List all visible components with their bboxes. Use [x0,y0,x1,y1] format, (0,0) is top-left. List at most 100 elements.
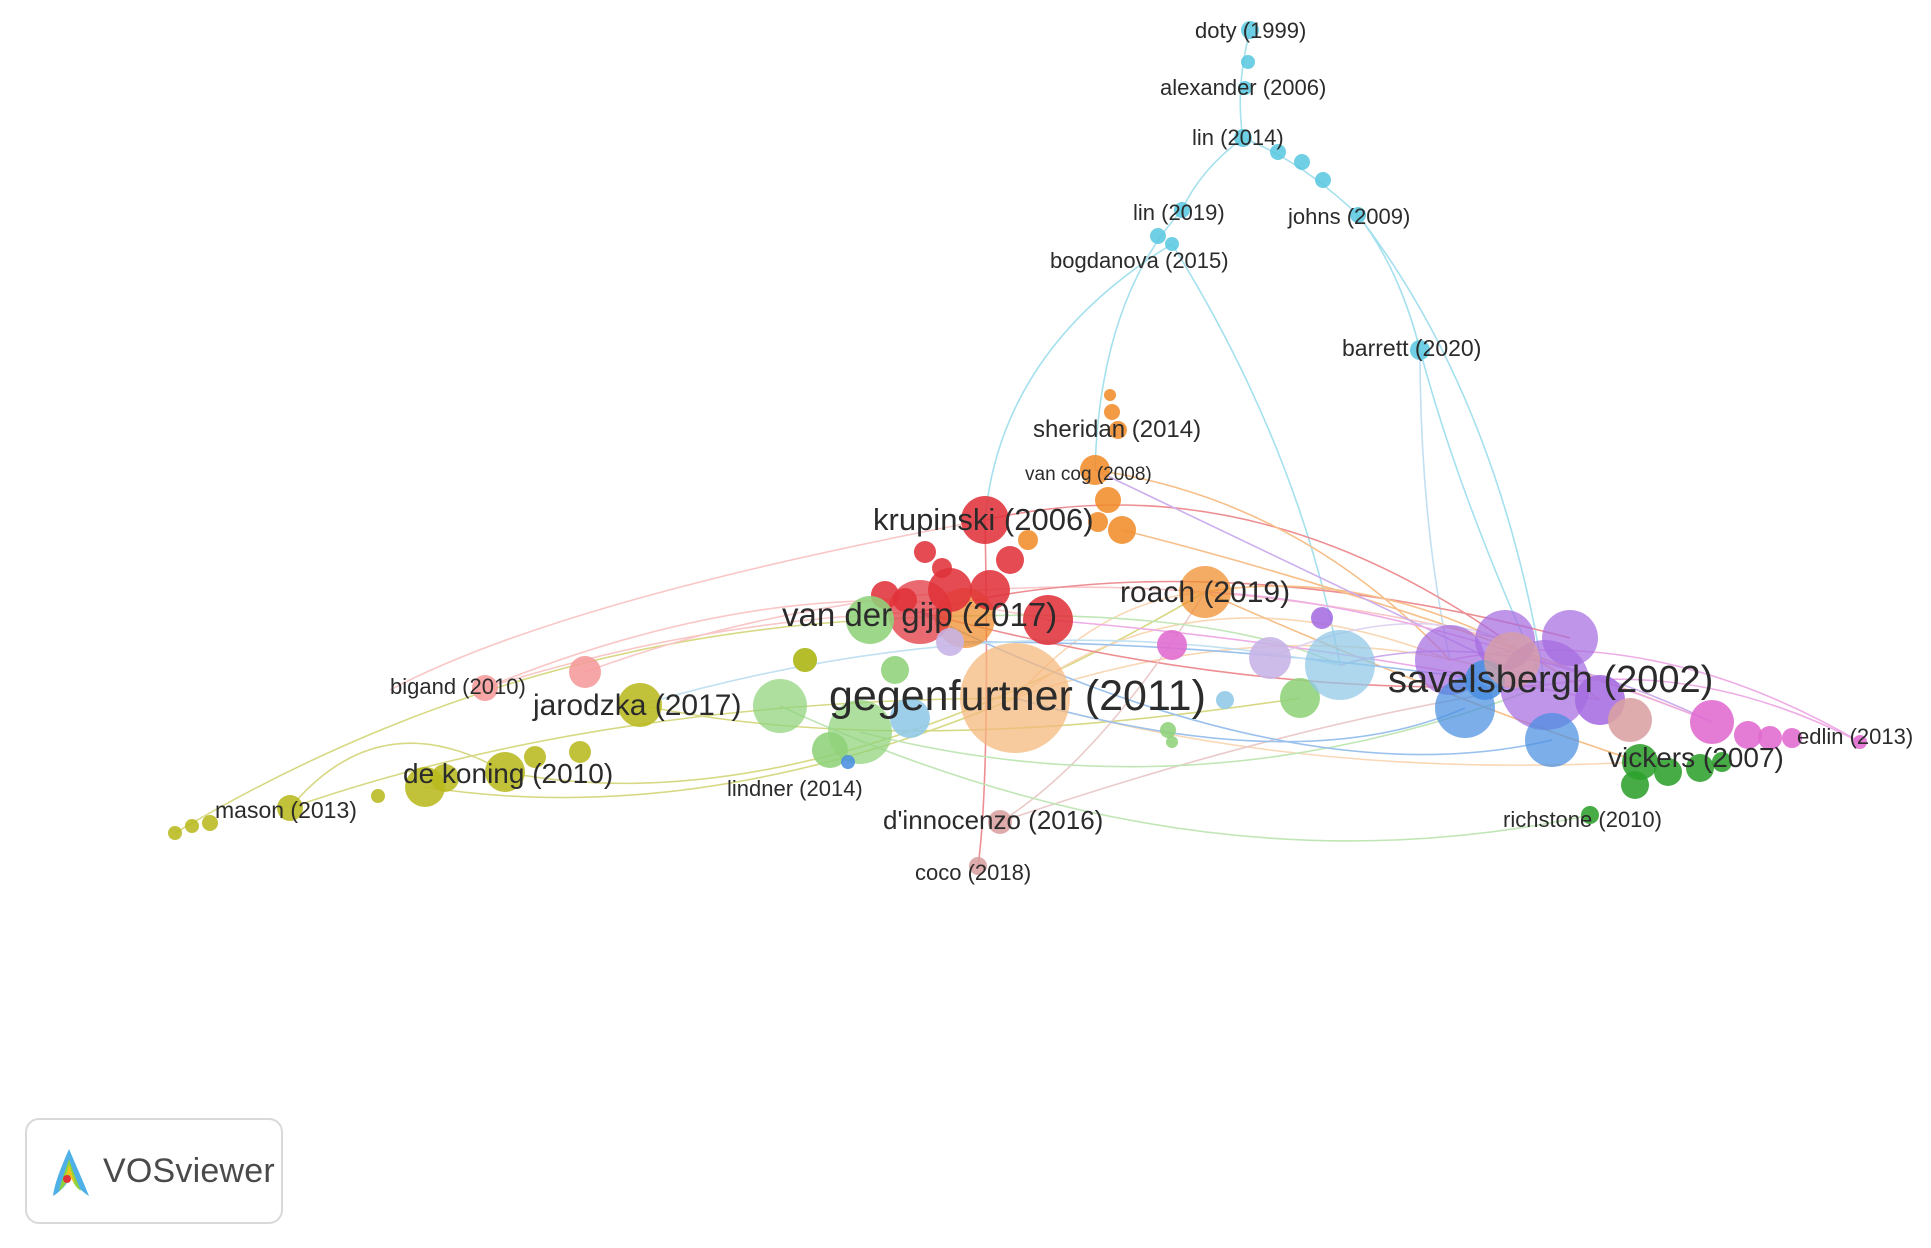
node-red-d[interactable] [970,570,1010,610]
label-van-cog[interactable]: van cog (2008) [1025,464,1152,485]
node-cyan-b[interactable] [1270,144,1286,160]
label-roach[interactable]: roach (2019) [1120,576,1290,609]
node-barrett[interactable] [1410,340,1430,360]
label-alexander[interactable]: alexander (2006) [1160,75,1326,100]
label-de-koning[interactable]: de koning (2010) [403,758,613,789]
label-coco[interactable]: coco (2018) [915,860,1031,885]
node-orange-e[interactable] [1088,512,1108,532]
node-jarodzka[interactable] [618,683,662,727]
label-bogdanova[interactable]: bogdanova (2015) [1050,248,1229,273]
node-olive-b[interactable] [185,819,199,833]
node-rose-b[interactable] [1608,698,1652,742]
node-roach[interactable] [1179,566,1231,618]
node-olive-e[interactable] [431,764,459,792]
node-bigand[interactable] [472,675,498,701]
label-dinnocenzo[interactable]: d'innocenzo (2016) [883,805,1103,835]
label-bigand[interactable]: bigand (2010) [390,674,526,699]
node-olive-f[interactable] [524,746,546,768]
node-lb-c[interactable] [1216,691,1234,709]
node-lg-e[interactable] [812,732,848,768]
node-orange-b[interactable] [1104,404,1120,420]
vosviewer-logo-badge: VOSviewer [25,1118,283,1224]
node-pink-c[interactable] [1734,721,1762,749]
node-lin-2019[interactable] [1174,202,1190,218]
label-lin-2019[interactable]: lin (2019) [1133,200,1225,225]
label-lin-2014[interactable]: lin (2014) [1192,125,1284,150]
node-cyan-a[interactable] [1241,55,1255,69]
node-orange-d[interactable] [1108,516,1136,544]
label-lindner[interactable]: lindner (2014) [727,776,863,801]
node-olive-a[interactable] [168,826,182,840]
node-red-e[interactable] [1023,595,1073,645]
node-lg-c[interactable] [753,679,807,733]
node-bogdanova[interactable] [1165,237,1179,251]
node-lindner[interactable] [841,755,855,769]
publication-nodes [168,21,1867,875]
label-johns[interactable]: johns (2009) [1287,204,1410,229]
node-van-cog[interactable] [1080,455,1110,485]
node-edlin[interactable] [1853,735,1867,749]
label-van-der-gijp[interactable]: van der gijp (2017) [782,596,1057,633]
node-lav-a[interactable] [1249,637,1291,679]
node-lg-a[interactable] [846,596,894,644]
node-cyan-e[interactable] [1150,228,1166,244]
node-alexander[interactable] [1238,81,1252,95]
node-lg-small[interactable] [1166,736,1178,748]
node-lb-b[interactable] [890,698,930,738]
label-richstone[interactable]: richstone (2010) [1503,807,1662,832]
label-doty[interactable]: doty (1999) [1195,18,1306,43]
label-mason[interactable]: mason (2013) [215,797,357,823]
node-olive-d[interactable] [371,789,385,803]
node-olive-g[interactable] [569,741,591,763]
node-salmon-a[interactable] [569,656,601,688]
node-pink-d[interactable] [1758,726,1782,750]
node-purple-x[interactable] [1311,607,1333,629]
label-barrett[interactable]: barrett (2020) [1342,335,1481,361]
label-edlin[interactable]: edlin (2013) [1797,724,1913,749]
node-olive-h[interactable] [793,648,817,672]
node-dinnocenzo[interactable] [988,810,1012,834]
node-lav-b[interactable] [936,628,964,656]
node-de-koning[interactable] [485,752,525,792]
node-green-b[interactable] [1686,754,1714,782]
label-krupinski[interactable]: krupinski (2006) [873,502,1094,537]
node-doty[interactable] [1241,21,1259,39]
citation-link [1204,591,1713,723]
node-cyan-c[interactable] [1294,154,1310,170]
node-red-h[interactable] [996,546,1024,574]
node-sheridan[interactable] [1109,421,1127,439]
node-krupinski[interactable] [961,496,1009,544]
node-coco[interactable] [969,857,987,875]
node-lg-h[interactable] [881,656,909,684]
node-blue-b[interactable] [1525,713,1579,767]
node-lg-g[interactable] [1160,722,1176,738]
node-richstone[interactable] [1581,806,1599,824]
node-lin-2014[interactable] [1234,129,1252,147]
node-mason[interactable] [277,795,303,821]
node-red-g[interactable] [893,588,917,612]
node-pink-e[interactable] [1782,728,1802,748]
node-olive-c[interactable] [202,815,218,831]
label-vickers[interactable]: vickers (2007) [1608,742,1784,773]
node-vickers[interactable] [1654,758,1682,786]
node-cyan-d[interactable] [1315,172,1331,188]
label-savelsbergh[interactable]: savelsbergh (2002) [1388,659,1713,701]
label-jarodzka[interactable]: jarodzka (2017) [532,689,741,722]
node-orange-f[interactable] [1018,530,1038,550]
node-green-c[interactable] [1712,752,1732,772]
vosviewer-logo-text: VOSviewer [103,1151,275,1190]
node-pink-b[interactable] [1690,700,1734,744]
node-green-d[interactable] [1621,771,1649,799]
node-gegenfurtner[interactable] [960,643,1070,753]
node-johns[interactable] [1350,207,1366,223]
label-sheridan[interactable]: sheridan (2014) [1033,416,1201,443]
node-pink-a[interactable] [1157,630,1187,660]
node-orange-a[interactable] [1104,389,1116,401]
node-lb-a[interactable] [1305,630,1375,700]
label-gegenfurtner[interactable]: gegenfurtner (2011) [829,672,1206,720]
node-orange-c[interactable] [1095,487,1121,513]
node-green-a[interactable] [1622,744,1658,780]
node-rose-a[interactable] [1484,632,1540,688]
node-red-a[interactable] [914,541,936,563]
node-lg-f[interactable] [1280,678,1320,718]
